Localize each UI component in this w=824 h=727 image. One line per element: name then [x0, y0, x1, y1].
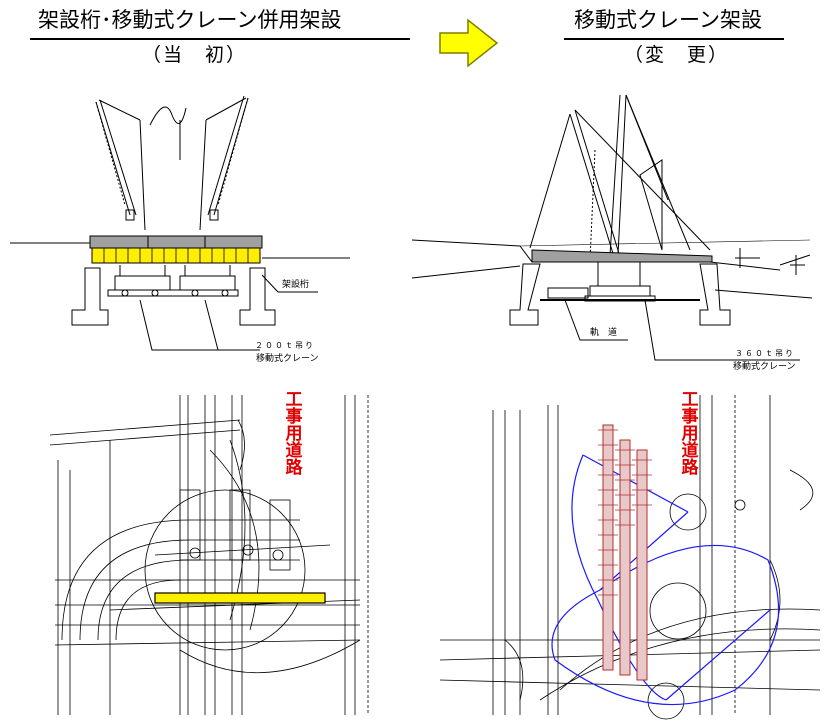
right-elevation: [411, 94, 813, 361]
label-right-crane-type: 移動式クレーン: [733, 362, 796, 372]
right-plan: [439, 395, 821, 720]
label-track: 軌 道: [590, 328, 618, 338]
crane-radius-lines: [551, 454, 780, 706]
label-left-crane-type: 移動式クレーン: [256, 354, 319, 364]
arrow-right-icon: [439, 18, 499, 68]
label-right-crane-capacity: ３６０ｔ吊り: [735, 349, 795, 358]
label-girder: 架設桁: [282, 280, 310, 290]
rails: [598, 424, 652, 681]
left-elevation: [10, 95, 350, 351]
right-title-underline: [564, 38, 784, 40]
right-title: 移動式クレーン架設: [574, 8, 762, 32]
left-title: 架設桁･移動式クレーン併用架設: [38, 8, 342, 32]
label-left-crane-capacity: ２００ｔ吊り: [255, 341, 315, 350]
left-plan: [49, 395, 369, 715]
left-title-underline: [30, 38, 410, 40]
label-left-construction-road: 工事用道路: [285, 390, 303, 478]
left-subtitle: （当 初）: [142, 44, 248, 66]
label-right-construction-road: 工事用道路: [681, 390, 699, 478]
right-subtitle: （変 更）: [624, 44, 730, 66]
